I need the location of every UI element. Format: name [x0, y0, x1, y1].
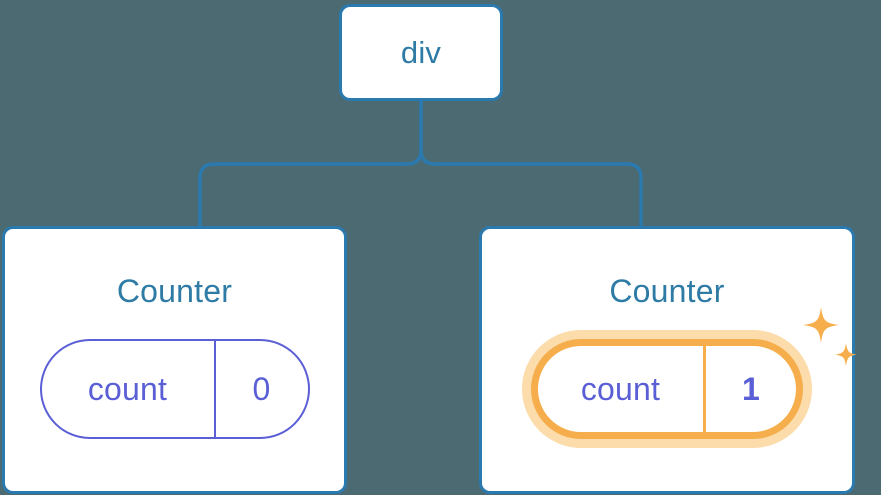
component-title: Counter: [609, 273, 725, 309]
state-pill-count[interactable]: count 0: [39, 339, 310, 439]
root-node-div[interactable]: div: [339, 4, 503, 101]
state-value-label: 1: [742, 371, 760, 407]
state-value-label: 0: [252, 371, 271, 407]
state-value-cell: 1: [703, 346, 796, 432]
connector-to-left-child: [198, 99, 423, 228]
component-card-counter-right[interactable]: Counter count 1: [479, 226, 857, 494]
component-card-counter-left[interactable]: Counter count 0: [2, 226, 347, 494]
sparkles-icon: [803, 307, 857, 366]
state-key-label: count: [580, 371, 661, 407]
root-node-label: div: [400, 34, 442, 70]
state-pill-count-highlighted[interactable]: count 1: [531, 339, 803, 439]
state-key-cell: count: [42, 341, 214, 437]
state-pill-wrapper: count 0: [39, 339, 310, 439]
sparkle-small-icon: [835, 343, 857, 366]
component-title: Counter: [116, 273, 233, 309]
state-pill-wrapper: count 1: [531, 307, 857, 439]
state-key-cell: count: [538, 346, 703, 432]
state-key-label: count: [87, 371, 168, 407]
state-value-cell: 0: [213, 341, 308, 437]
sparkle-large-icon: [803, 307, 839, 343]
connector-to-right-child: [419, 99, 643, 228]
